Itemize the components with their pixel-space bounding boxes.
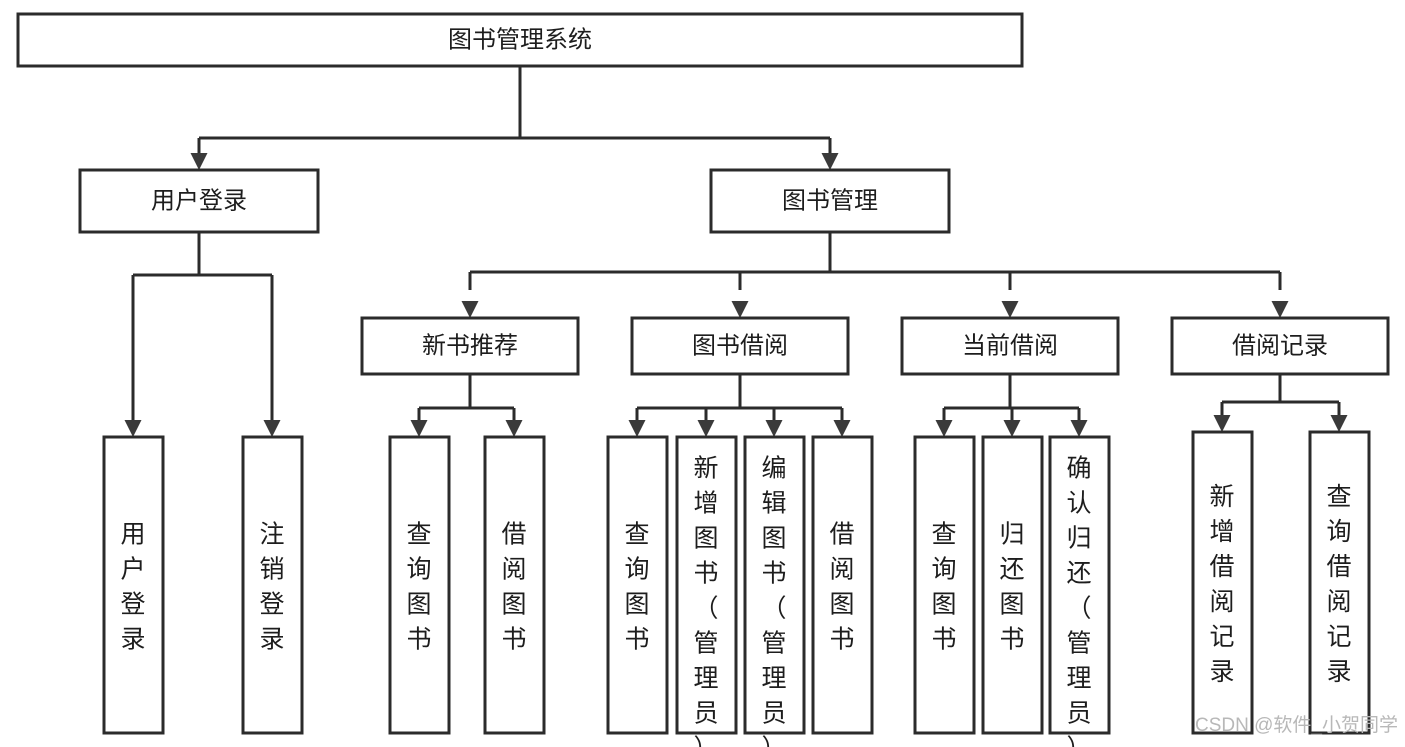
node-leaf-query-book-1[interactable]: 查询图书 xyxy=(388,435,451,735)
arrow-to-borrow-record xyxy=(1271,301,1289,318)
node-leaf-user-login-box[interactable] xyxy=(102,435,165,735)
node-leaf-query-book-2-box[interactable] xyxy=(606,435,669,735)
arrow-leaf-query-book-3 xyxy=(935,420,953,437)
node-leaf-query-book-3[interactable]: 查询图书 xyxy=(913,435,976,735)
node-leaf-add-book[interactable]: 新增图书（管理员） xyxy=(675,435,738,747)
node-leaf-query-book-2[interactable]: 查询图书 xyxy=(606,435,669,735)
node-user-login-box[interactable] xyxy=(78,168,320,234)
node-leaf-borrow-book-1-label: 借阅图书 xyxy=(501,520,526,653)
node-leaf-edit-book-box[interactable] xyxy=(743,435,806,735)
node-book-borrow-label: 图书借阅 xyxy=(692,332,788,359)
node-leaf-query-book-1-label: 查询图书 xyxy=(406,520,431,653)
arrow-leaf-confirm-return xyxy=(1070,420,1088,437)
node-borrow-record-label: 借阅记录 xyxy=(1232,332,1328,359)
connector-layer xyxy=(124,66,1348,437)
arrow-leaf-user-logout xyxy=(263,420,281,437)
arrow-leaf-add-record xyxy=(1213,415,1231,432)
node-book-borrow-box[interactable] xyxy=(630,316,850,376)
node-user-login-label: 用户登录 xyxy=(151,187,247,214)
node-leaf-query-book-1-box[interactable] xyxy=(388,435,451,735)
watermark-label: CSDN @软件_小贺同学 xyxy=(1195,714,1398,736)
arrow-to-book-mgmt xyxy=(821,153,839,170)
node-leaf-add-book-label: 新增图书（管理员） xyxy=(693,454,718,747)
node-root-box[interactable] xyxy=(16,12,1024,68)
arrow-leaf-user-login xyxy=(124,420,142,437)
node-leaf-query-book-2-label: 查询图书 xyxy=(624,520,649,653)
node-leaf-add-record-box[interactable] xyxy=(1191,430,1254,735)
node-book-mgmt-label: 图书管理 xyxy=(782,187,878,214)
arrow-to-new-book-rec xyxy=(461,301,479,318)
node-leaf-query-book-3-label: 查询图书 xyxy=(931,520,956,653)
arrow-to-user-login xyxy=(190,153,208,170)
node-leaf-user-login-label: 用户登录 xyxy=(120,520,145,653)
node-leaf-borrow-book-2-label: 借阅图书 xyxy=(829,520,854,653)
node-leaf-borrow-book-1[interactable]: 借阅图书 xyxy=(483,435,546,735)
node-leaf-user-logout-box[interactable] xyxy=(241,435,304,735)
arrow-leaf-query-record xyxy=(1330,415,1348,432)
arrow-leaf-borrow-book-2 xyxy=(833,420,851,437)
arrow-leaf-edit-book xyxy=(765,420,783,437)
node-leaf-edit-book-label: 编辑图书（管理员） xyxy=(761,454,786,747)
node-leaf-borrow-book-2-box[interactable] xyxy=(811,435,874,735)
node-leaf-add-record[interactable]: 新增借阅记录 xyxy=(1191,430,1254,735)
node-borrow-record[interactable]: 借阅记录 xyxy=(1170,316,1390,376)
node-leaf-query-book-3-box[interactable] xyxy=(913,435,976,735)
node-leaf-confirm-return-label: 确认归还（管理员） xyxy=(1066,454,1091,747)
node-book-mgmt[interactable]: 图书管理 xyxy=(709,168,951,234)
node-leaf-query-record-box[interactable] xyxy=(1308,430,1371,735)
node-leaf-edit-book[interactable]: 编辑图书（管理员） xyxy=(743,435,806,747)
node-leaf-borrow-book-1-box[interactable] xyxy=(483,435,546,735)
node-leaf-add-book-box[interactable] xyxy=(675,435,738,735)
node-leaf-borrow-book-2[interactable]: 借阅图书 xyxy=(811,435,874,735)
node-leaf-confirm-return-box[interactable] xyxy=(1048,435,1111,735)
arrow-leaf-add-book xyxy=(697,420,715,437)
node-leaf-return-book-label: 归还图书 xyxy=(999,520,1024,653)
node-leaf-user-logout-label: 注销登录 xyxy=(259,520,284,653)
node-leaf-return-book-box[interactable] xyxy=(981,435,1044,735)
node-new-book-rec-box[interactable] xyxy=(360,316,580,376)
node-leaf-user-logout[interactable]: 注销登录 xyxy=(241,435,304,735)
node-root-label: 图书管理系统 xyxy=(448,26,592,53)
node-leaf-return-book[interactable]: 归还图书 xyxy=(981,435,1044,735)
arrow-leaf-borrow-book-1 xyxy=(505,420,523,437)
arrow-to-current-borrow xyxy=(1001,301,1019,318)
arrow-leaf-query-book-1 xyxy=(410,420,428,437)
node-leaf-query-record-label: 查询借阅记录 xyxy=(1326,483,1351,686)
node-current-borrow[interactable]: 当前借阅 xyxy=(900,316,1120,376)
arrow-leaf-query-book-2 xyxy=(628,420,646,437)
node-leaf-add-record-label: 新增借阅记录 xyxy=(1209,483,1234,686)
node-book-borrow[interactable]: 图书借阅 xyxy=(630,316,850,376)
arrow-to-book-borrow xyxy=(731,301,749,318)
node-current-borrow-box[interactable] xyxy=(900,316,1120,376)
node-leaf-user-login[interactable]: 用户登录 xyxy=(102,435,165,735)
node-new-book-rec-label: 新书推荐 xyxy=(422,332,518,359)
node-current-borrow-label: 当前借阅 xyxy=(962,332,1058,359)
node-leaf-query-record[interactable]: 查询借阅记录 xyxy=(1308,430,1371,735)
node-new-book-rec[interactable]: 新书推荐 xyxy=(360,316,580,376)
node-user-login[interactable]: 用户登录 xyxy=(78,168,320,234)
arrow-leaf-return-book xyxy=(1003,420,1021,437)
node-borrow-record-box[interactable] xyxy=(1170,316,1390,376)
node-book-mgmt-box[interactable] xyxy=(709,168,951,234)
node-leaf-confirm-return[interactable]: 确认归还（管理员） xyxy=(1048,435,1111,747)
node-root[interactable]: 图书管理系统 xyxy=(16,12,1024,68)
